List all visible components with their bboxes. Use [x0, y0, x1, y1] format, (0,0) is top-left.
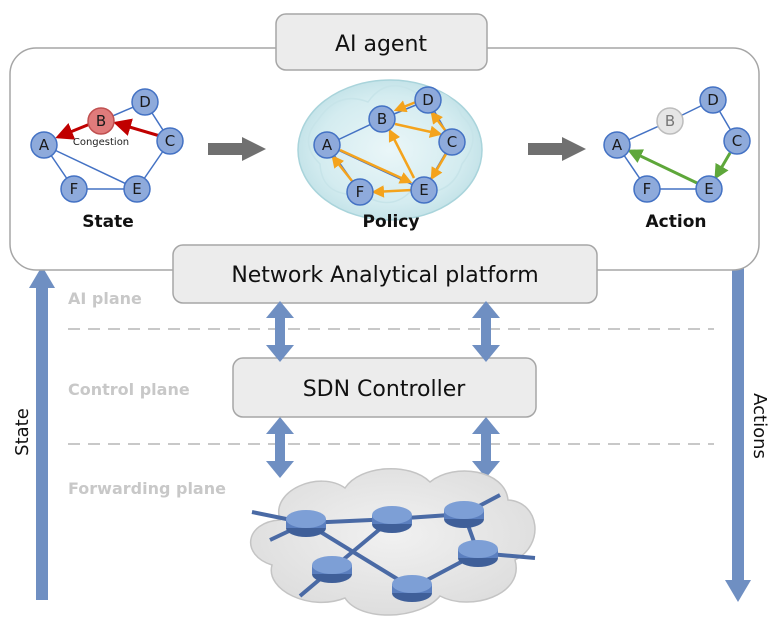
action-label-c: C — [732, 132, 742, 150]
state-label-e: E — [132, 180, 141, 198]
state-to-policy-arrow — [208, 137, 266, 161]
action-label-f: F — [643, 180, 652, 198]
plane-label-forwarding: Forwarding plane — [68, 479, 226, 498]
double-arrow-left-upper — [266, 301, 294, 362]
state-label-a: A — [39, 136, 50, 154]
policy-label-e: E — [419, 181, 428, 199]
action-node-c — [723, 127, 751, 155]
policy-caption: Policy — [363, 212, 420, 232]
switch-6 — [392, 575, 432, 602]
double-arrow-right-upper — [472, 301, 500, 362]
policy-node-b — [368, 105, 396, 133]
action-label-b: B — [665, 112, 675, 130]
action-node-b — [656, 107, 684, 135]
sdn-controller-box — [232, 357, 537, 418]
policy-to-action-arrow — [528, 137, 586, 161]
policy-label-a: A — [322, 136, 333, 154]
policy-label-c: C — [447, 133, 457, 151]
analytics-platform-box — [172, 244, 598, 304]
ai-agent-title: AI agent — [335, 32, 427, 57]
plane-label-ai: AI plane — [68, 289, 142, 308]
state-node-b — [87, 107, 115, 135]
state-label-d: D — [139, 93, 151, 111]
action-label-d: D — [707, 91, 719, 109]
action-label-e: E — [704, 180, 713, 198]
switch-5 — [312, 556, 352, 583]
analytics-platform-label: Network Analytical platform — [231, 263, 538, 288]
action-node-e — [695, 175, 723, 203]
state-panel: A B C D E F Congestion State — [30, 88, 184, 232]
switch-3 — [444, 501, 484, 528]
plane-label-control: Control plane — [68, 380, 190, 399]
actions-down-arrow — [725, 268, 751, 602]
action-node-a — [603, 131, 631, 159]
policy-label-b: B — [377, 110, 387, 128]
policy-label-f: F — [356, 183, 365, 201]
state-node-f — [60, 175, 88, 203]
policy-panel: A B C D E F Policy — [297, 79, 483, 232]
congestion-label: Congestion — [73, 137, 129, 148]
action-node-f — [633, 175, 661, 203]
policy-label-d: D — [422, 91, 434, 109]
policy-node-e — [410, 176, 438, 204]
switch-4 — [458, 540, 498, 567]
ai-agent-title-box — [275, 13, 488, 71]
policy-node-c — [438, 128, 466, 156]
action-panel: A B C D E F Action — [603, 86, 751, 232]
double-arrows — [266, 301, 500, 478]
policy-node-d — [414, 86, 442, 114]
state-up-arrow — [29, 266, 55, 600]
policy-node-f — [346, 178, 374, 206]
double-arrow-right-lower — [472, 417, 500, 478]
state-node-a — [30, 131, 58, 159]
state-node-e — [123, 175, 151, 203]
side-label-actions: Actions — [749, 393, 769, 459]
action-node-d — [699, 86, 727, 114]
state-caption: State — [82, 212, 134, 232]
forwarding-switches — [286, 501, 498, 602]
side-label-state: State — [12, 408, 33, 456]
policy-node-a — [313, 131, 341, 159]
state-node-c — [156, 127, 184, 155]
state-node-d — [131, 88, 159, 116]
state-label-b: B — [96, 112, 106, 130]
action-label-a: A — [612, 136, 623, 154]
action-caption: Action — [646, 212, 707, 232]
double-arrow-left-lower — [266, 417, 294, 478]
sdn-controller-label: SDN Controller — [303, 377, 467, 402]
state-label-f: F — [70, 180, 79, 198]
switch-1 — [286, 510, 326, 537]
switch-2 — [372, 506, 412, 533]
state-label-c: C — [165, 132, 175, 150]
